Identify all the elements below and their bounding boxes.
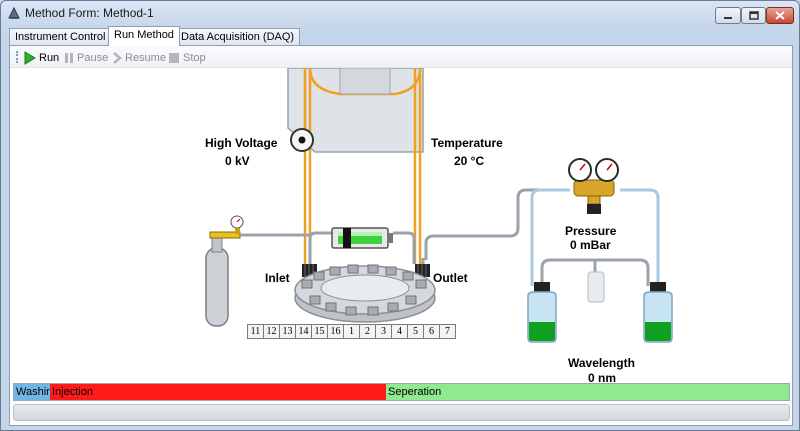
- minimize-button[interactable]: [715, 7, 741, 24]
- window-title: Method Form: Method-1: [25, 6, 154, 20]
- carousel-position-cell[interactable]: 1: [343, 324, 360, 339]
- wavelength-value: 0 nm: [588, 371, 617, 385]
- phase-segment: Washing: [14, 384, 50, 400]
- high-voltage-knob: [290, 128, 314, 152]
- carousel-position-cell[interactable]: 13: [279, 324, 296, 339]
- instrument-housing: [287, 68, 424, 153]
- instrument-schematic: [205, 68, 673, 343]
- close-icon: [775, 11, 785, 20]
- play-icon: [24, 50, 36, 65]
- run-button[interactable]: Run: [23, 49, 59, 66]
- title-bar[interactable]: Method Form: Method-1: [1, 1, 799, 25]
- pressure-line: [620, 188, 660, 286]
- run-method-panel: Run Pause Resume Stop: [9, 45, 793, 426]
- chevron-right-icon: [113, 51, 122, 64]
- pressure-regulator-icon: [568, 158, 619, 214]
- carousel-position-cell[interactable]: 5: [407, 324, 424, 339]
- high-voltage-label: High Voltage: [205, 136, 278, 150]
- gas-cylinder-icon: [205, 215, 310, 327]
- high-voltage-value: 0 kV: [225, 154, 250, 168]
- wavelength-label: Wavelength: [568, 356, 635, 370]
- carousel-position-cell[interactable]: 14: [295, 324, 312, 339]
- tab-instrument-control[interactable]: Instrument Control: [9, 28, 112, 45]
- tab-label: Run Method: [114, 29, 174, 41]
- stop-label: Stop: [183, 51, 206, 64]
- toolbar: Run Pause Resume Stop: [10, 46, 792, 68]
- carousel-position-cell[interactable]: 15: [311, 324, 328, 339]
- tube-line: [393, 231, 416, 264]
- tab-run-method[interactable]: Run Method: [108, 26, 180, 46]
- stop-icon: [169, 52, 179, 63]
- resume-label: Resume: [125, 51, 166, 64]
- tube-line: [308, 231, 332, 264]
- tab-label: Data Acquisition (DAQ): [181, 31, 295, 43]
- run-progress-bar: [13, 404, 790, 421]
- minimize-icon: [724, 16, 732, 19]
- pause-label: Pause: [77, 51, 109, 64]
- pressure-label: Pressure: [565, 224, 617, 238]
- maximize-icon: [748, 11, 759, 20]
- pressure-line: [424, 188, 570, 260]
- method-phase-bar: WashingInjectionSeperation: [13, 383, 790, 401]
- carousel-position-cell[interactable]: 6: [423, 324, 440, 339]
- pause-icon: [65, 52, 73, 63]
- pressure-line: [530, 188, 570, 286]
- battery-detector-icon: [331, 227, 393, 249]
- sample-carousel-icon: [294, 264, 436, 323]
- resume-button[interactable]: Resume: [112, 49, 166, 66]
- pause-button[interactable]: Pause: [64, 49, 108, 66]
- carousel-position-cell[interactable]: 11: [247, 324, 264, 339]
- pressure-value: 0 mBar: [570, 238, 611, 252]
- carousel-position-cell[interactable]: 16: [327, 324, 344, 339]
- temperature-value: 20 °C: [454, 154, 485, 168]
- carousel-position-cell[interactable]: 2: [359, 324, 376, 339]
- vial-right-icon: [643, 282, 673, 343]
- tab-data-acquisition[interactable]: Data Acquisition (DAQ): [175, 28, 301, 45]
- vial-center-icon: [587, 271, 605, 303]
- inlet-label: Inlet: [265, 271, 290, 285]
- tab-label: Instrument Control: [15, 31, 106, 43]
- close-button[interactable]: [766, 7, 794, 24]
- vial-left-icon: [527, 282, 557, 343]
- carousel-position-cell[interactable]: 3: [375, 324, 392, 339]
- toolbar-grip[interactable]: [16, 51, 19, 63]
- app-icon: [8, 6, 20, 19]
- temperature-label: Temperature: [431, 136, 503, 150]
- stop-button[interactable]: Stop: [168, 49, 206, 66]
- maximize-button[interactable]: [741, 7, 766, 24]
- instrument-diagram: High Voltage 0 kV Temperature 20 °C Inle…: [10, 68, 792, 385]
- phase-segment: Seperation: [386, 384, 789, 400]
- carousel-position-cell[interactable]: 7: [439, 324, 456, 339]
- outlet-label: Outlet: [433, 271, 468, 285]
- phase-segment: Injection: [50, 384, 386, 400]
- carousel-position-cell[interactable]: 4: [391, 324, 408, 339]
- run-label: Run: [39, 51, 60, 64]
- carousel-position-cell[interactable]: 12: [263, 324, 280, 339]
